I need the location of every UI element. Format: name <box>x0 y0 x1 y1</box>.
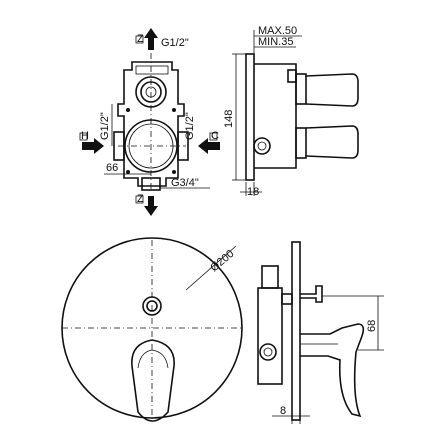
bottom-outlet-label: G3/4" <box>171 177 199 189</box>
top-outlet-label: G1/2" <box>161 37 189 49</box>
dim-66-label: 66 <box>106 162 118 174</box>
dim-68-label: 68 <box>366 320 378 332</box>
right-inlet-label: G1/2" <box>184 112 196 140</box>
bottom-outlet-arrow <box>144 196 158 216</box>
cold-marker-text: C <box>211 130 219 142</box>
bottom-marker-box: Z <box>135 193 144 205</box>
min-depth-label: MIN.35 <box>258 36 293 48</box>
dim-8-label: 8 <box>280 405 286 417</box>
left-inlet-arrow <box>82 138 104 154</box>
diameter-leader <box>185 245 237 291</box>
hot-marker-box: H <box>79 130 89 142</box>
side-18-label: 18 <box>247 186 259 198</box>
hot-marker-text: H <box>81 130 89 142</box>
height-label: 148 <box>223 110 235 128</box>
cold-marker-box: C <box>209 130 219 142</box>
bottom-marker-text: Z <box>137 193 144 205</box>
left-inlet-label: G1/2" <box>99 112 111 140</box>
top-marker-text: Z <box>137 33 144 45</box>
right-inlet-arrow <box>198 138 220 154</box>
valve-body-side-view <box>245 53 359 181</box>
max-depth-label: MAX.50 <box>258 25 297 37</box>
cover-plate-front-view <box>61 237 244 422</box>
valve-body-front-view <box>113 40 189 192</box>
top-outlet-arrow <box>144 28 158 50</box>
dim-66-lines <box>104 160 151 178</box>
installed-side-view <box>257 241 365 421</box>
top-marker-box: Z <box>135 33 144 45</box>
diameter-label: Ø200 <box>208 248 236 274</box>
